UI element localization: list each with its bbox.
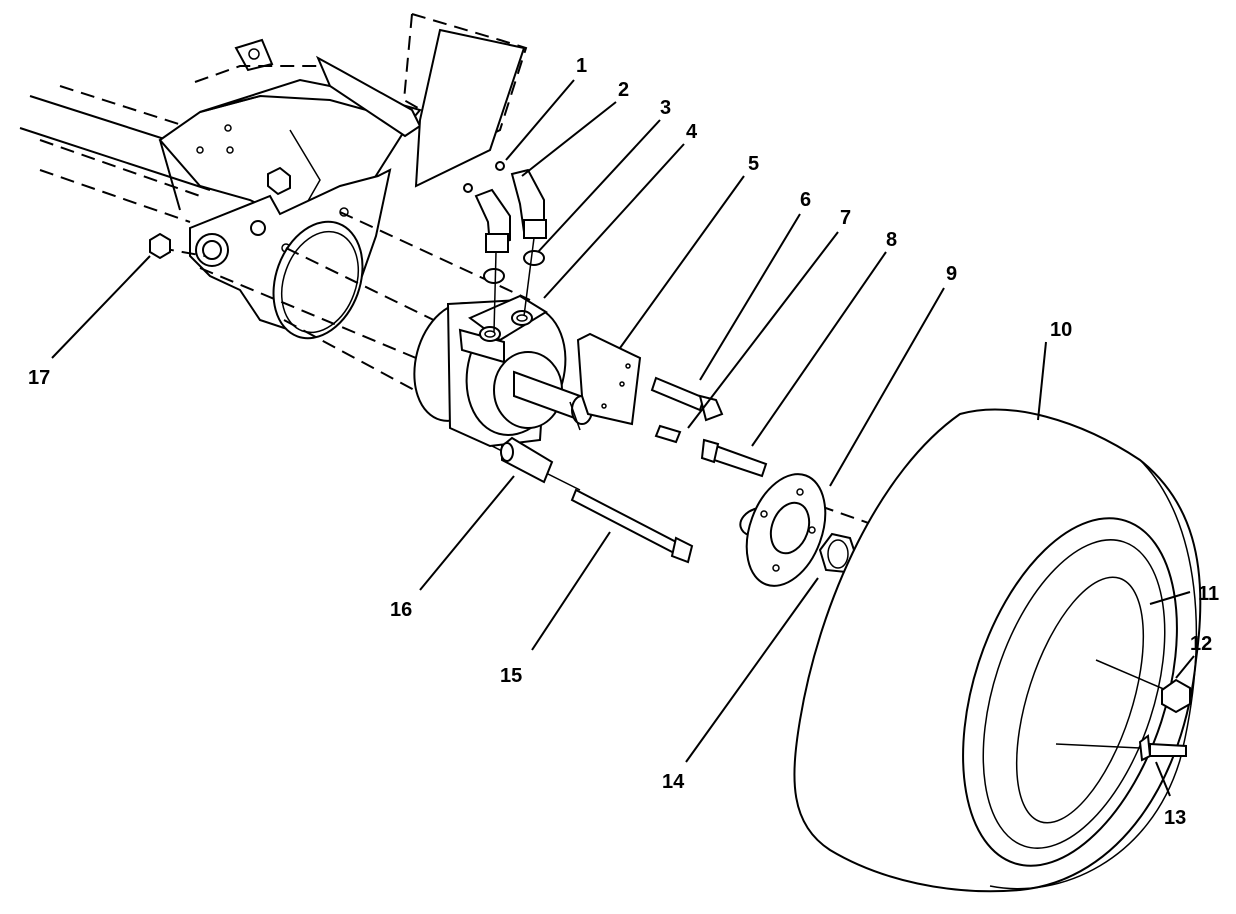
callout-7: 7 [840,207,851,229]
callout-11: 11 [1198,583,1219,605]
callout-16: 16 [390,599,412,621]
callout-17: 17 [28,367,50,389]
fasteners [570,376,768,564]
frame-assembly [19,13,528,340]
callout-2: 2 [618,79,629,101]
leader-lines [51,79,1195,797]
callout-12: 12 [1190,633,1212,655]
wheel-motor [413,294,642,484]
callout-10: 10 [1050,319,1072,341]
callout-labels: 1 2 3 4 5 6 7 8 9 10 11 12 13 14 15 16 1… [28,55,1219,829]
tire [793,408,1202,893]
callout-14: 14 [662,771,685,793]
callout-9: 9 [946,263,957,285]
callout-6: 6 [800,189,811,211]
hydraulic-fittings [463,161,547,333]
callout-3: 3 [660,97,671,119]
small-parts [149,232,1191,762]
callout-4: 4 [686,121,698,143]
callout-13: 13 [1164,807,1186,829]
wheel-hub [739,473,858,587]
callout-5: 5 [748,153,759,175]
callout-1: 1 [576,55,587,77]
callout-8: 8 [886,229,897,251]
callout-15: 15 [500,665,522,687]
